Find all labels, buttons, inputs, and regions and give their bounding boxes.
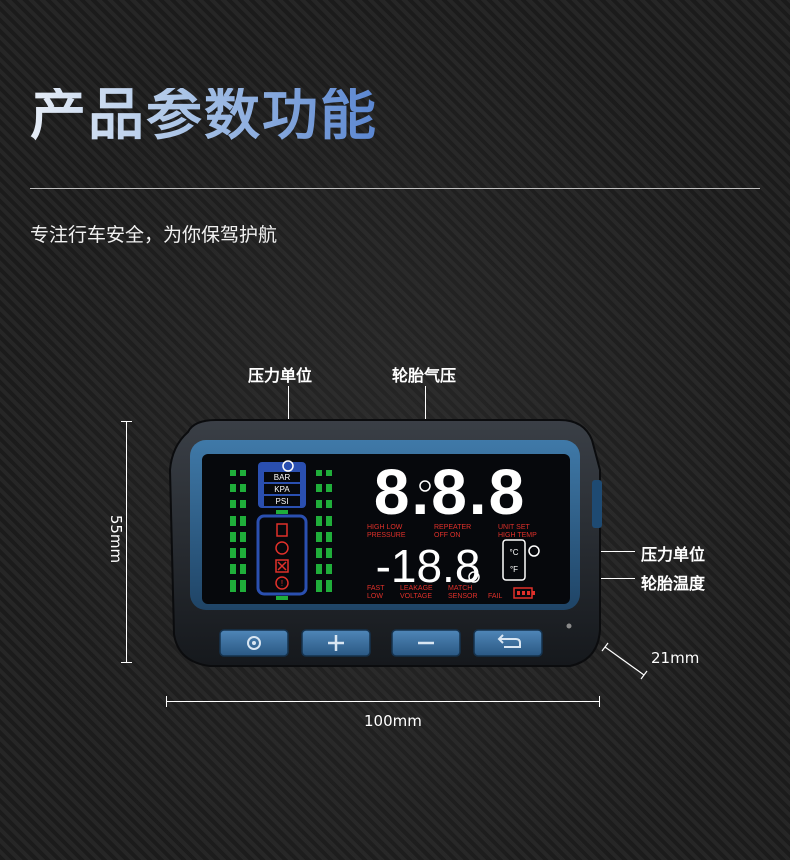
temp-unit-f: °F: [510, 565, 518, 574]
tpms-device: BAR KPA PSI ! 8.8.8 HIGH LOW PRESSURE RE…: [168, 419, 602, 667]
tire-warning-icon: [275, 576, 289, 590]
return-icon: [500, 638, 521, 648]
label-fail: FAIL: [488, 593, 503, 600]
callout-tire-temperature: 轮胎温度: [641, 574, 706, 593]
button-plus[interactable]: [301, 629, 371, 657]
temp-unit-c: °C: [510, 548, 519, 557]
height-dimension-label: 55mm: [107, 514, 126, 564]
pressure-digits: 8.8.8: [374, 456, 526, 528]
callout-tire-pressure: 轮胎气压: [392, 366, 457, 385]
label-high-low: HIGH LOW: [367, 524, 403, 531]
leakage-icon: [275, 541, 289, 555]
sensor-fail-icon: [275, 559, 289, 573]
height-dimension-cap-top: [121, 421, 132, 422]
depth-dimension-line: [601, 642, 648, 680]
label-repeater: REPEATER: [434, 524, 471, 531]
button-minus[interactable]: [391, 629, 461, 657]
width-dimension-line: [166, 701, 600, 702]
label-match: MATCH: [448, 585, 472, 592]
temperature-digits: -18.8: [376, 540, 481, 592]
width-dimension-cap-right: [599, 696, 600, 707]
page-subtitle: 专注行车安全，为你保驾护航: [30, 224, 278, 246]
label-high-temp: HIGH TEMP: [498, 532, 537, 539]
temp-unit-callout-marker: [528, 545, 540, 557]
width-dimension-cap-left: [166, 696, 167, 707]
unit-bar-label: BAR: [274, 473, 291, 482]
title-divider: [30, 188, 760, 189]
label-low: LOW: [367, 593, 383, 600]
pressure-callout-marker: [419, 480, 431, 492]
label-sensor: SENSOR: [448, 593, 478, 600]
unit-psi-label: PSI: [276, 497, 289, 506]
signal-bars-right: [316, 470, 332, 592]
width-dimension-label: 100mm: [364, 712, 422, 730]
page-title: 产品参数功能: [30, 83, 378, 148]
side-button: [592, 480, 602, 528]
depth-dimension-label: 21mm: [651, 649, 700, 667]
signal-bars-left: [230, 470, 246, 592]
thermometer-icon: [276, 523, 288, 537]
callout-pressure-unit-right: 压力单位: [641, 545, 706, 564]
callout-pressure-unit-top: 压力单位: [248, 366, 313, 385]
tire-icon: [247, 636, 261, 650]
status-led: [566, 623, 572, 629]
label-fast: FAST: [367, 585, 385, 592]
unit-kpa-label: KPA: [274, 485, 290, 494]
car-outline: [256, 514, 308, 596]
label-pressure: PRESSURE: [367, 532, 406, 539]
height-dimension-line: [126, 421, 127, 663]
height-dimension-cap-bottom: [121, 662, 132, 663]
label-voltage: VOLTAGE: [400, 593, 432, 600]
label-leakage: LEAKAGE: [400, 585, 433, 592]
label-unit-set: UNIT SET: [498, 524, 530, 531]
temperature-callout-marker: [468, 571, 480, 583]
button-tire[interactable]: [219, 629, 289, 657]
svg-text:!: !: [281, 579, 283, 588]
label-off-on: OFF ON: [434, 532, 460, 539]
unit-callout-marker: [282, 460, 294, 472]
temp-unit-box: [502, 539, 526, 581]
button-return[interactable]: [473, 629, 543, 657]
